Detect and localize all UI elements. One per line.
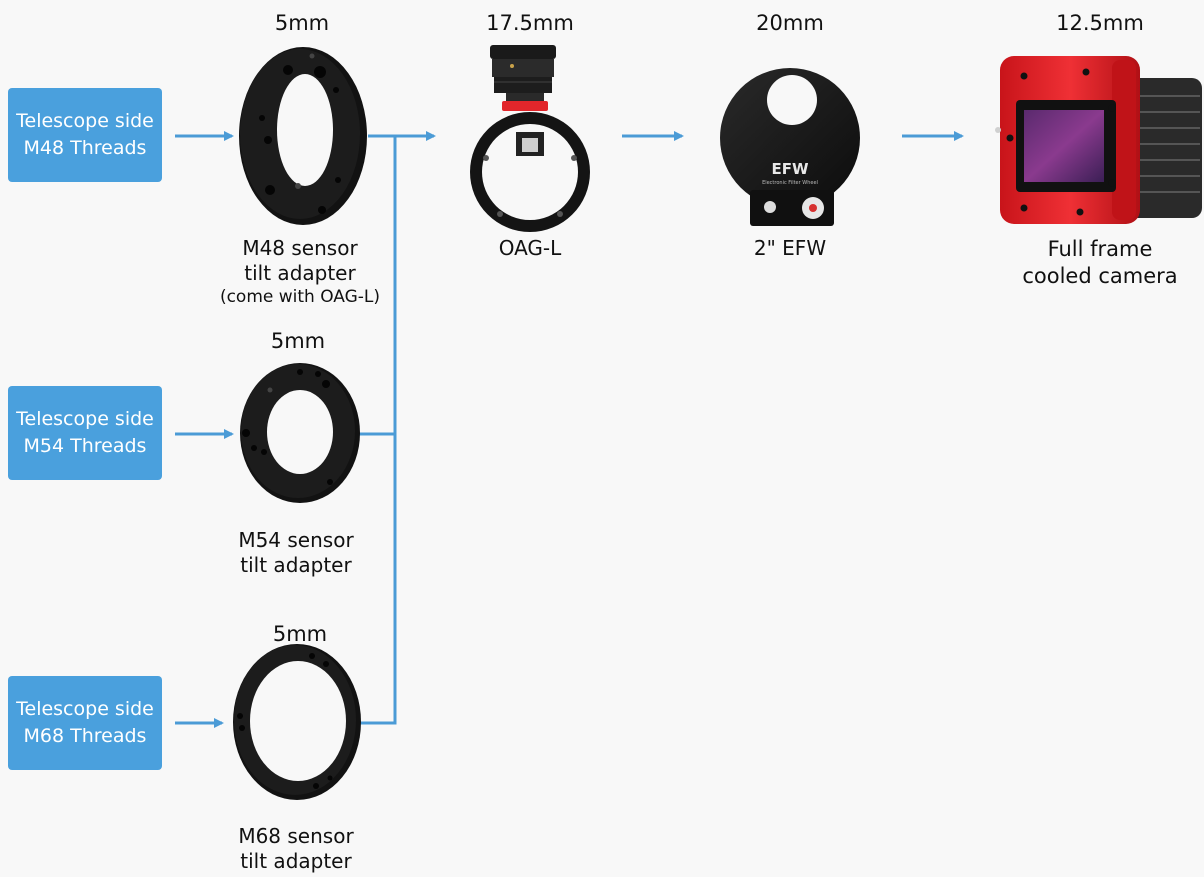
m48-adapter-label: M48 sensor tilt adapter (come with OAG-L… bbox=[210, 236, 390, 308]
m48-adapter-thickness: 5mm bbox=[274, 11, 330, 35]
camera-label: Full frame cooled camera bbox=[1010, 236, 1190, 290]
m54-adapter-image bbox=[240, 363, 360, 503]
m54-adapter-label: M54 sensor tilt adapter bbox=[206, 528, 386, 578]
camera-label-line2: cooled camera bbox=[1022, 264, 1178, 288]
adapter-desc: tilt adapter bbox=[244, 261, 356, 285]
telescope-side-m54-box: Telescope side M54 Threads bbox=[8, 386, 162, 480]
efw-device-text: EFW bbox=[771, 160, 808, 178]
adapter-desc: tilt adapter bbox=[240, 553, 352, 577]
thread-label: M68 Threads bbox=[23, 725, 147, 747]
efw-device-subtext: Electronic Filter Wheel bbox=[762, 180, 818, 186]
oag-thickness: 17.5mm bbox=[486, 11, 574, 35]
adapter-name: M54 sensor bbox=[238, 528, 354, 552]
efw-label: 2" EFW bbox=[753, 236, 827, 260]
adapter-name: M68 sensor bbox=[238, 824, 354, 848]
m68-adapter-label: M68 sensor tilt adapter bbox=[206, 824, 386, 874]
thread-label: M54 Threads bbox=[23, 435, 147, 457]
telescope-side-label: Telescope side bbox=[16, 408, 154, 430]
telescope-side-label: Telescope side bbox=[16, 110, 154, 132]
adapter-desc: tilt adapter bbox=[240, 849, 352, 873]
oag-label: OAG-L bbox=[498, 236, 562, 260]
camera-label-line1: Full frame bbox=[1047, 237, 1153, 261]
efw-image: EFW Electronic Filter Wheel bbox=[720, 68, 860, 226]
telescope-side-m68-box: Telescope side M68 Threads bbox=[8, 676, 162, 770]
efw-thickness: 20mm bbox=[756, 11, 824, 35]
m68-adapter-image bbox=[233, 644, 361, 800]
thread-label: M48 Threads bbox=[23, 137, 147, 159]
m54-adapter-thickness: 5mm bbox=[270, 329, 326, 353]
m68-adapter-thickness: 5mm bbox=[272, 622, 328, 646]
telescope-side-m48-box: Telescope side M48 Threads bbox=[8, 88, 162, 182]
telescope-side-label: Telescope side bbox=[16, 698, 154, 720]
camera-thickness: 12.5mm bbox=[1056, 11, 1144, 35]
camera-image bbox=[995, 56, 1202, 224]
arrows bbox=[175, 131, 964, 728]
adapter-name: M48 sensor bbox=[242, 236, 358, 260]
adapter-note: (come with OAG-L) bbox=[219, 287, 381, 307]
oag-l-image bbox=[470, 45, 590, 232]
m48-adapter-image bbox=[239, 47, 367, 225]
